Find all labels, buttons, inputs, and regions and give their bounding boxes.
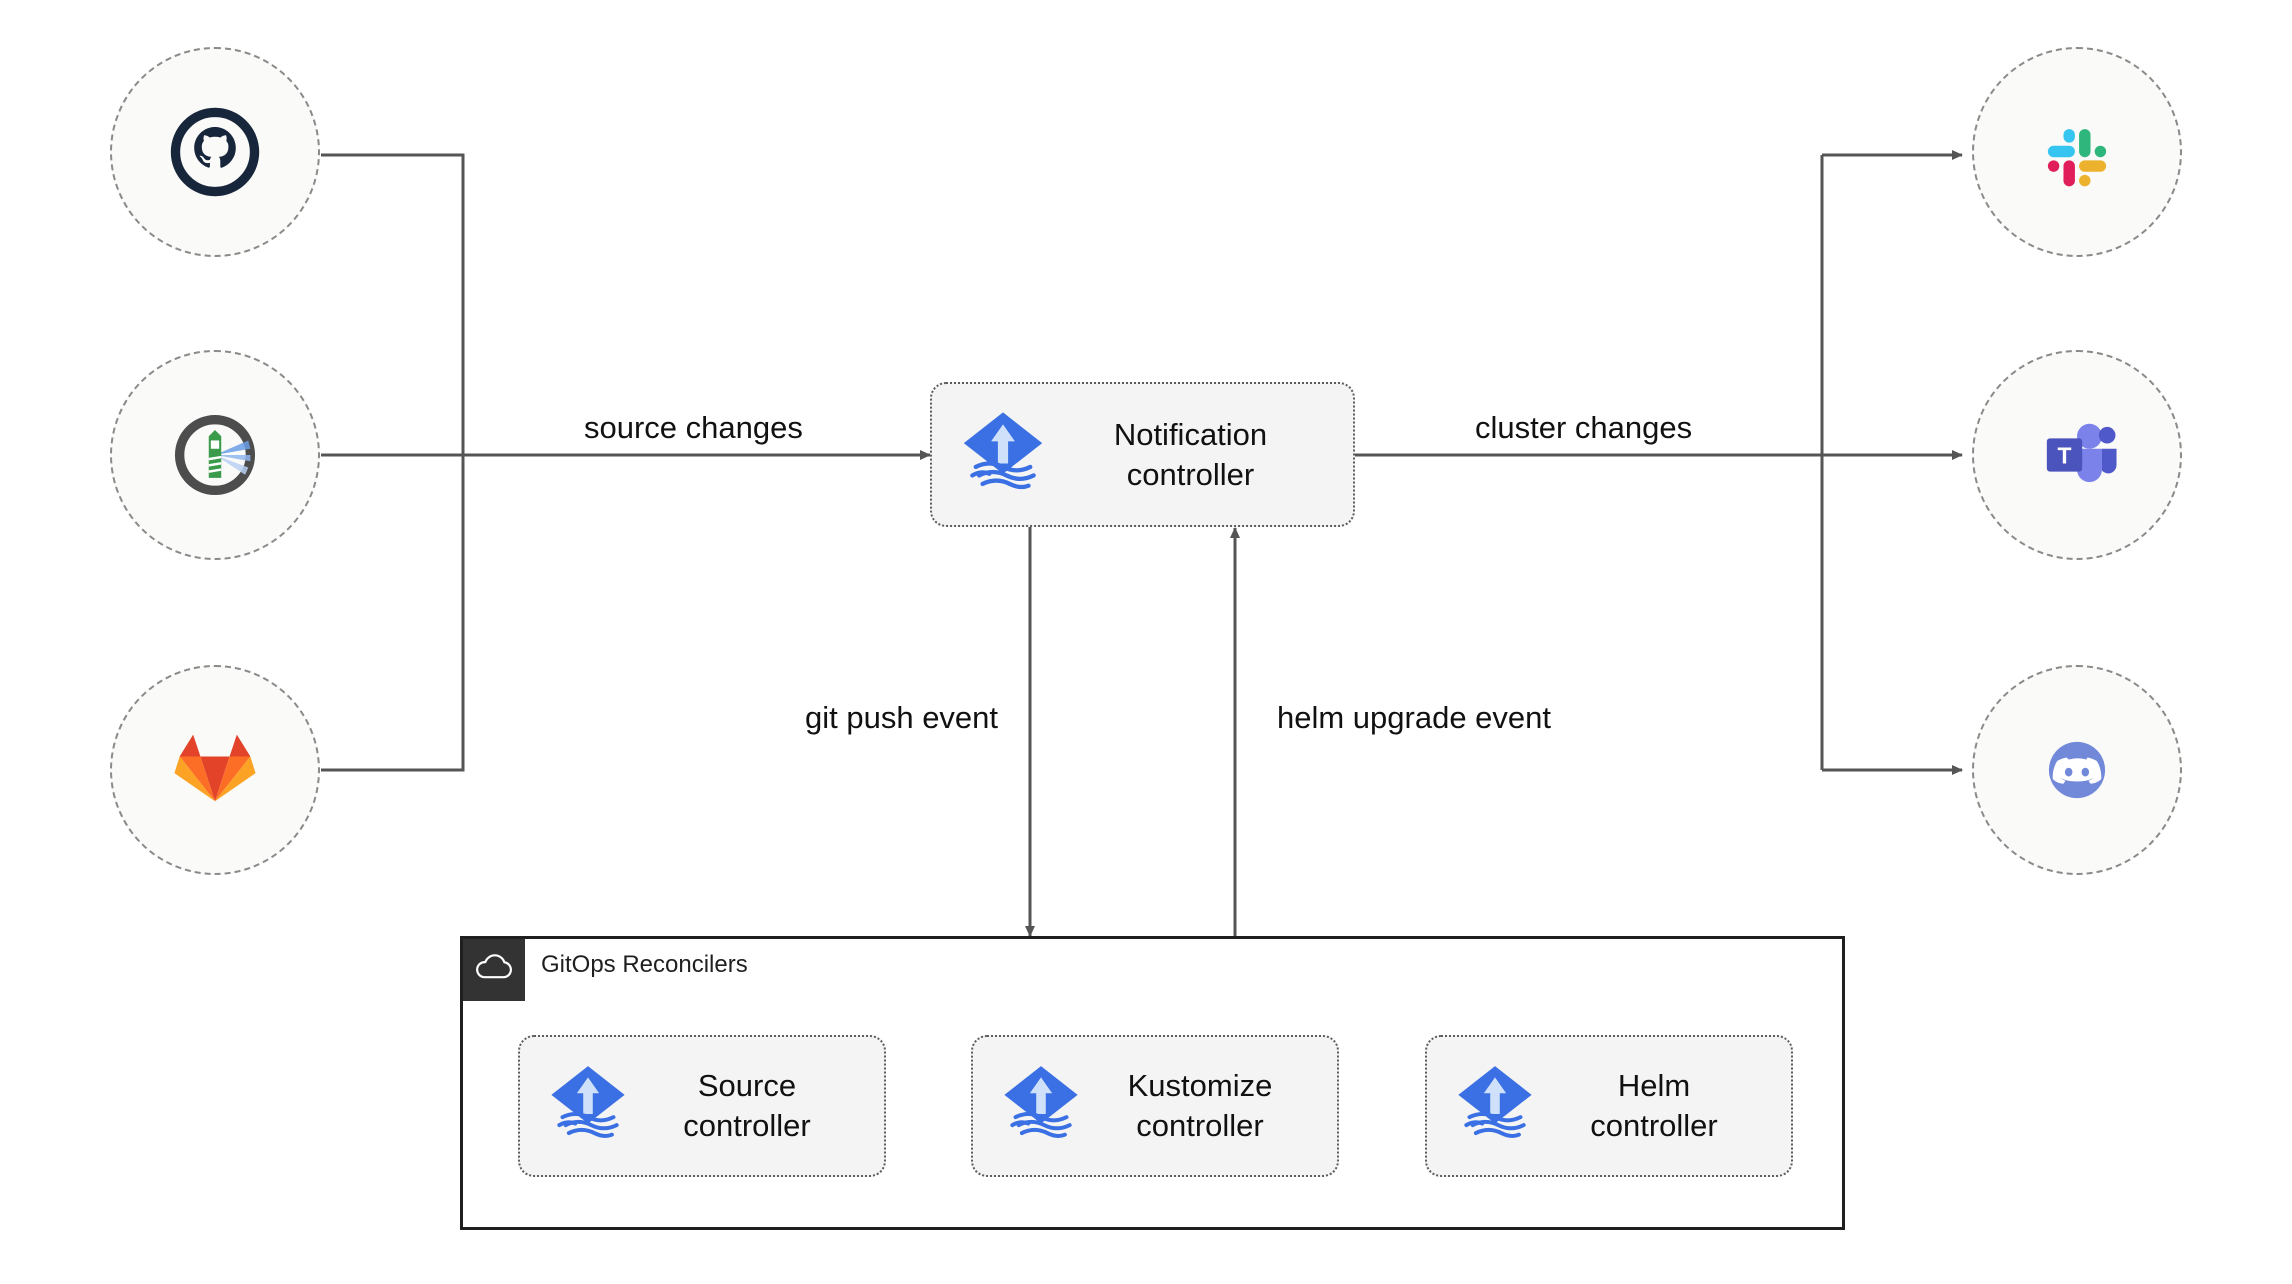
source-node-flux[interactable]: [110, 350, 320, 560]
kustomize-controller-node[interactable]: Kustomize controller: [971, 1035, 1339, 1177]
destination-node-slack[interactable]: [1972, 47, 2182, 257]
source-node-gitlab[interactable]: [110, 665, 320, 875]
kustomize-controller-label: Kustomize controller: [1127, 1068, 1273, 1143]
flux-logo-icon: [932, 409, 1046, 501]
flux-logo-icon: [520, 1063, 628, 1149]
notification-controller-label: Notification controller: [1113, 416, 1268, 492]
microsoft-teams-icon: T: [2025, 403, 2129, 507]
source-controller-label: Source controller: [683, 1068, 811, 1143]
flux-lighthouse-icon: [163, 403, 267, 507]
source-controller-node[interactable]: Source controller: [518, 1035, 886, 1177]
flux-logo-icon: [973, 1063, 1081, 1149]
helm-controller-label: Helm controller: [1590, 1068, 1718, 1143]
flux-logo-icon: [1427, 1063, 1535, 1149]
helm-controller-node[interactable]: Helm controller: [1425, 1035, 1793, 1177]
container-title: GitOps Reconcilers: [541, 951, 748, 978]
edge-label-source-changes: source changes: [584, 410, 803, 445]
destination-node-teams[interactable]: T: [1972, 350, 2182, 560]
wire-github-to-trunk: [321, 153, 465, 455]
discord-icon: [2025, 718, 2129, 822]
wire-gitlab-to-trunk: [321, 455, 465, 772]
slack-icon: [2025, 100, 2129, 204]
cloud-icon: [474, 953, 514, 987]
gitops-reconcilers-container: GitOps Reconcilers Source controller: [460, 936, 1845, 1230]
container-icon-tab: [463, 939, 525, 1001]
edge-label-helm-upgrade-event: helm upgrade event: [1277, 700, 1552, 735]
destination-node-discord[interactable]: [1972, 665, 2182, 875]
github-icon: [163, 100, 267, 204]
edge-label-cluster-changes: cluster changes: [1475, 410, 1693, 445]
edge-label-git-push-event: git push event: [805, 700, 999, 735]
svg-text:T: T: [2058, 442, 2072, 468]
notification-controller-node[interactable]: Notification controller: [930, 382, 1355, 527]
source-node-github[interactable]: [110, 47, 320, 257]
gitlab-icon: [163, 718, 267, 822]
